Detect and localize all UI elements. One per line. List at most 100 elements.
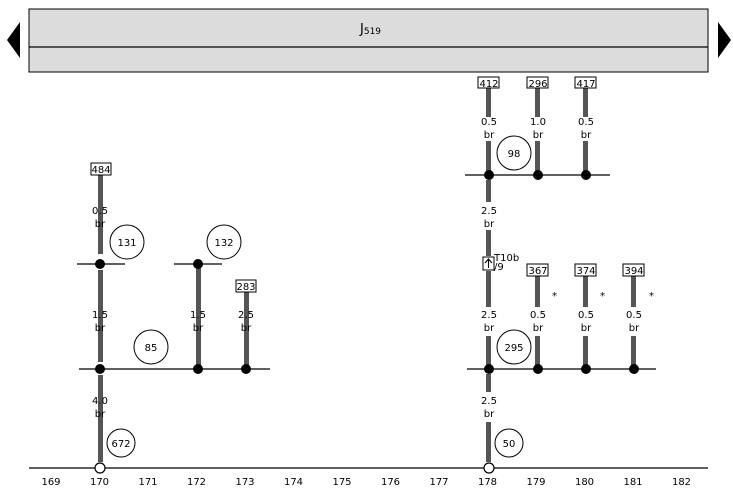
splice-295-circle[interactable]	[496, 329, 532, 365]
splice-85-circle[interactable]	[133, 329, 169, 365]
component-label: J519	[359, 22, 381, 37]
wire-394-lower	[631, 336, 636, 366]
wire-178l-size: 2.5	[481, 310, 497, 321]
splice-295-dot-178	[484, 364, 494, 374]
wire-178-lower-a	[486, 271, 491, 307]
splice-98-label: 98	[508, 149, 521, 160]
wire-367-size: 0.5	[530, 310, 546, 321]
asterisk-374: *	[600, 291, 605, 302]
wire-374-lower	[583, 336, 588, 366]
wire-412	[486, 87, 491, 117]
scale-label: 178	[478, 477, 497, 488]
component-band	[28, 8, 709, 73]
scale-label: 181	[623, 477, 642, 488]
splice-98-dot-180	[581, 170, 591, 180]
wire-296-size: 1.0	[530, 117, 546, 128]
splice-98-circle[interactable]	[496, 135, 532, 171]
next-page-arrow-icon[interactable]	[718, 22, 731, 58]
splice-131-circle[interactable]	[109, 224, 145, 260]
ref-box-367[interactable]	[526, 263, 549, 277]
wire-131l-size: 1.5	[92, 310, 108, 321]
wire-178-mid-upper	[486, 180, 491, 202]
wire-170-upper	[98, 175, 103, 254]
splice-132-label: 132	[214, 238, 233, 249]
wire-170-lower	[98, 375, 103, 462]
ref-296: 296	[528, 79, 547, 90]
ref-box-296[interactable]	[526, 76, 549, 89]
wire-178m-color: br	[484, 219, 495, 230]
wire-484-size: 0.5	[92, 206, 108, 217]
splice-131-label: 131	[117, 238, 136, 249]
wire-178b-color: br	[484, 409, 495, 420]
ground-node-170[interactable]	[94, 462, 106, 474]
scale-label: 173	[235, 477, 254, 488]
splice-85-dot-172	[193, 364, 203, 374]
wire-412-color: br	[484, 130, 495, 141]
connector-t10b-pin: /9	[494, 262, 504, 273]
wire-394-color: br	[629, 323, 640, 334]
ground-node-178[interactable]	[483, 462, 495, 474]
wire-132-color: br	[193, 323, 204, 334]
splice-295-dot-180	[581, 364, 591, 374]
splice-85-label: 85	[145, 343, 158, 354]
ref-box-394[interactable]	[622, 263, 645, 277]
wire-374	[583, 276, 588, 307]
wire-374-size: 0.5	[578, 310, 594, 321]
splice-132-circle[interactable]	[206, 224, 242, 260]
ref-484: 484	[91, 165, 110, 176]
ref-box-283[interactable]	[235, 279, 257, 293]
wire-170b-size: 4.0	[92, 396, 108, 407]
ground-50-circle[interactable]	[494, 428, 524, 458]
wire-417-size: 0.5	[578, 117, 594, 128]
wire-367-lower	[535, 336, 540, 366]
connector-arrow-icon	[484, 258, 493, 268]
wire-178-bottom	[486, 422, 491, 462]
ref-box-417[interactable]	[574, 76, 597, 89]
wire-412-lower	[486, 141, 491, 175]
wire-394-size: 0.5	[626, 310, 642, 321]
ref-box-412[interactable]	[477, 76, 500, 89]
splice-85-dot-170	[95, 364, 105, 374]
wire-178m-size: 2.5	[481, 206, 497, 217]
scale-label: 170	[90, 477, 109, 488]
ref-412: 412	[479, 79, 498, 90]
wire-131l-color: br	[95, 323, 106, 334]
wire-296-lower	[535, 141, 540, 175]
splice-98-dot-178	[484, 170, 494, 180]
ref-374: 374	[576, 266, 595, 277]
wire-417-color: br	[581, 130, 592, 141]
scale-label: 182	[672, 477, 691, 488]
splice-98-dot-179	[533, 170, 543, 180]
ground-672-label: 672	[111, 439, 130, 450]
wire-374-color: br	[581, 323, 592, 334]
scale-label: 172	[187, 477, 206, 488]
wire-178l-color: br	[484, 323, 495, 334]
wire-172	[196, 264, 201, 366]
wire-417-lower	[583, 141, 588, 175]
previous-page-arrow-icon[interactable]	[7, 22, 20, 58]
component-letter: J	[359, 22, 364, 37]
ref-283: 283	[236, 282, 255, 293]
wire-173	[244, 292, 249, 366]
scale-label: 180	[575, 477, 594, 488]
splice-85-dot-173	[241, 364, 251, 374]
wire-170-mid	[98, 270, 103, 362]
scale-label: 169	[41, 477, 60, 488]
component-subscript: 519	[364, 27, 381, 37]
splice-132-dot	[193, 259, 203, 269]
scale-label: 177	[429, 477, 448, 488]
ref-box-484[interactable]	[90, 162, 112, 176]
ref-367: 367	[528, 266, 547, 277]
wire-367	[535, 276, 540, 307]
wire-417	[583, 87, 588, 117]
wire-484-color: br	[95, 219, 106, 230]
splice-131-dot	[95, 259, 105, 269]
wire-296-color: br	[533, 130, 544, 141]
ref-box-374[interactable]	[574, 263, 597, 277]
splice-295-label: 295	[504, 343, 523, 354]
ground-50-label: 50	[503, 439, 516, 450]
wire-132-size: 1.5	[190, 310, 206, 321]
ground-672-circle[interactable]	[106, 428, 136, 458]
